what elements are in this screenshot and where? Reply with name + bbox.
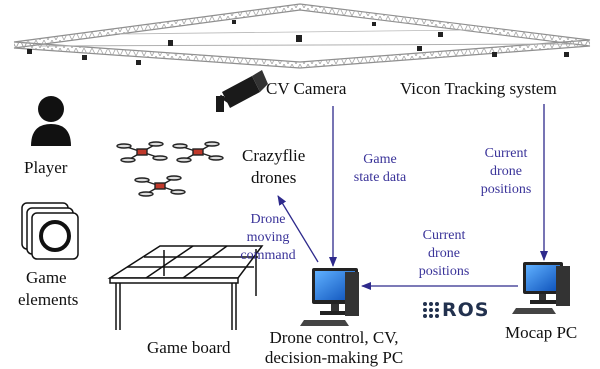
crazyflie-label-line1: Crazyflie: [242, 146, 306, 165]
tracking-cameras: [27, 20, 569, 65]
player-icon: [31, 96, 71, 146]
cv-camera-icon: [216, 70, 268, 112]
game-elements-label-line2: elements: [18, 290, 79, 309]
mocap-pc-label: Mocap PC: [505, 323, 578, 342]
game-board-icon: [107, 245, 264, 330]
game-elements-label-line1: Game: [26, 268, 67, 287]
edge-label-game-state-1: Game: [363, 152, 397, 167]
edge-label-positions-mid-3: positions: [418, 264, 470, 279]
arrows: [277, 104, 548, 290]
game-board-label: Game board: [147, 338, 231, 357]
edge-label-positions-mid-1: Current: [422, 228, 466, 243]
edge-label-positions-right-1: Current: [484, 146, 528, 161]
drones-icon: [116, 141, 224, 197]
edge-label-positions-right-3: positions: [480, 182, 532, 197]
vicon-label: Vicon Tracking system: [400, 79, 557, 98]
edge-label-drone-cmd-1: Drone: [250, 212, 286, 227]
edge-label-drone-cmd-2: moving: [246, 230, 290, 245]
edge-label-game-state-2: state data: [353, 170, 407, 185]
drone-pc-label-line1: Drone control, CV,: [269, 328, 399, 347]
edge-label-positions-right-2: drone: [490, 164, 522, 179]
edge-label-positions-mid-2: drone: [428, 246, 460, 261]
drone-pc-label-line2: decision-making PC: [264, 348, 404, 367]
edge-label-drone-cmd-3: command: [240, 248, 296, 263]
cv-camera-label: CV Camera: [266, 79, 347, 98]
ros-logo-icon: [423, 302, 439, 318]
truss-frame: [13, 3, 591, 69]
mocap-pc-icon: [512, 262, 570, 314]
crazyflie-label-line2: drones: [251, 168, 297, 187]
ros-label: ROS: [442, 299, 490, 321]
drone-control-pc-icon: [300, 268, 359, 326]
player-label: Player: [24, 158, 68, 177]
arrow-pc-to-drones: [277, 195, 319, 263]
game-elements-icon: [21, 202, 79, 260]
